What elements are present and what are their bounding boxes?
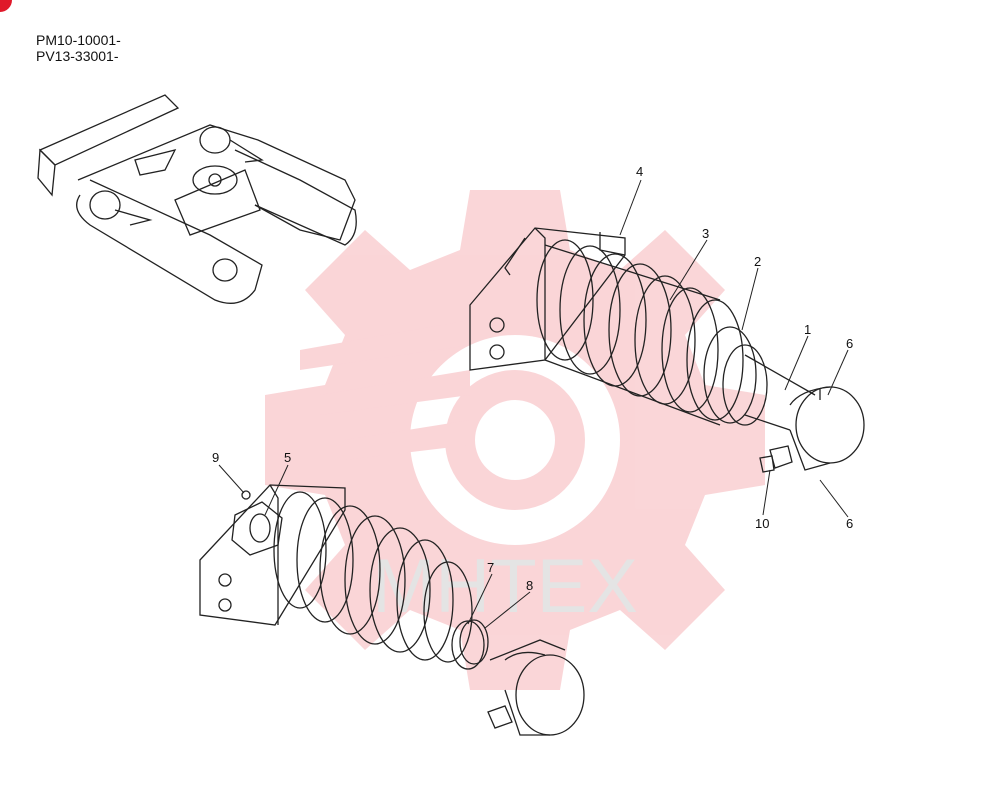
callout-leaders (218, 179, 849, 629)
gear-logo-watermark (265, 190, 765, 690)
undercarriage-overview (37, 94, 357, 304)
callout-9: 9 (212, 450, 219, 465)
callout-6-upper: 6 (846, 336, 853, 351)
serial-line-1: PM10-10001- (36, 32, 121, 48)
bellows-lower (273, 491, 473, 663)
callout-3: 3 (702, 226, 709, 241)
callout-6-lower: 6 (846, 516, 853, 531)
watermark: MHTEX (265, 190, 765, 690)
watermark-text: MHTEX (372, 544, 638, 629)
callout-5: 5 (284, 450, 291, 465)
callout-8: 8 (526, 578, 533, 593)
callout-7: 7 (487, 560, 494, 575)
callout-4: 4 (636, 164, 643, 179)
callout-1: 1 (804, 322, 811, 337)
callout-labels: 4 3 2 1 6 10 6 9 5 7 8 (212, 164, 853, 593)
callout-2: 2 (754, 254, 761, 269)
callout-10: 10 (755, 516, 769, 531)
serial-line-2: PV13-33001- (36, 48, 119, 64)
track-adjuster-exploded (199, 484, 585, 736)
track-adjuster-assembled (469, 227, 865, 473)
